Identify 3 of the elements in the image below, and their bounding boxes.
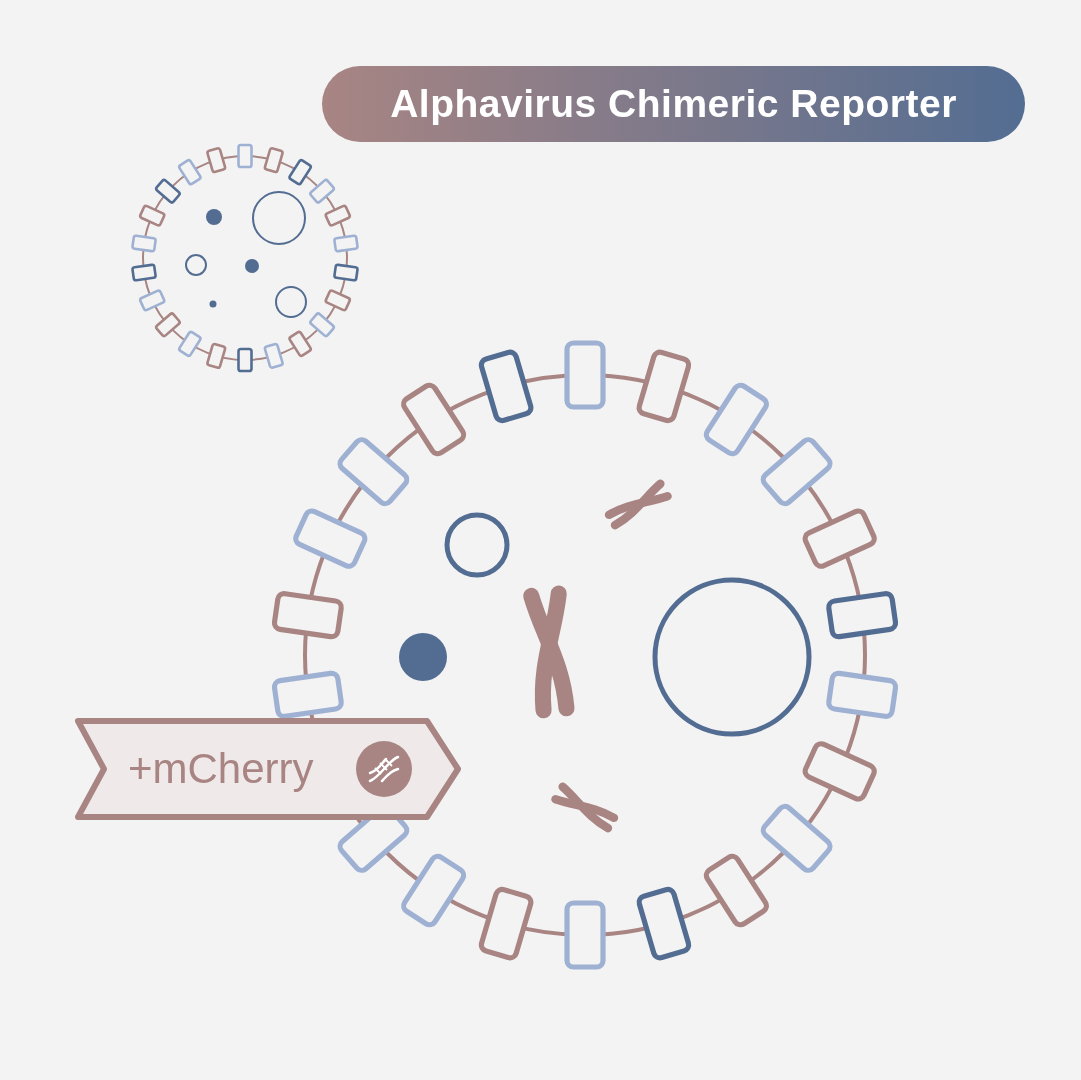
title-banner: Alphavirus Chimeric Reporter: [322, 66, 1025, 142]
banner-tag: [72, 717, 462, 821]
tag-text: +mCherry: [128, 744, 314, 794]
